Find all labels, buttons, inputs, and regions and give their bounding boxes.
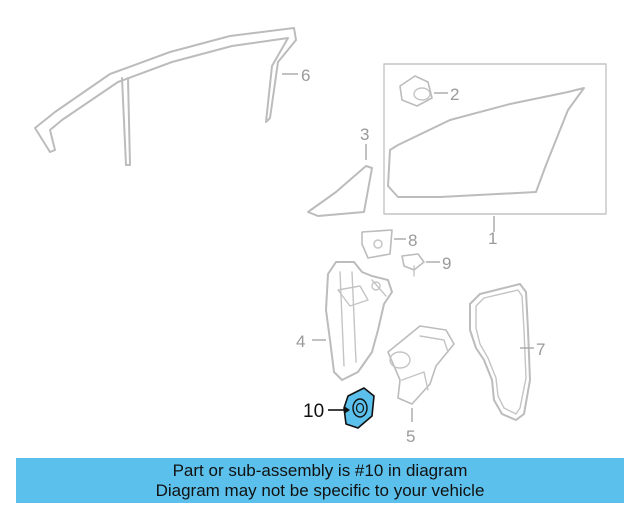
- callout-3: 3: [360, 125, 369, 144]
- part-2-bushing[interactable]: [399, 75, 433, 107]
- part-5-motor[interactable]: [387, 325, 455, 405]
- part-9-clip[interactable]: [401, 253, 425, 277]
- parts-diagram: 6 1 2 3 8 9 4: [34, 27, 607, 446]
- banner-line-1: Part or sub-assembly is #10 in diagram: [172, 460, 468, 480]
- callout-4: 4: [296, 332, 305, 351]
- callout-6: 6: [301, 66, 310, 85]
- part-6-weatherstrip[interactable]: [34, 27, 297, 166]
- callout-10-arrowhead: [344, 406, 350, 414]
- callout-10: 10: [303, 401, 324, 422]
- part-8-bracket[interactable]: [361, 229, 393, 259]
- callout-2: 2: [450, 85, 459, 104]
- part-7-door-seal[interactable]: [469, 283, 531, 421]
- part-3-quarter-glass[interactable]: [307, 165, 373, 217]
- part-1-door-glass[interactable]: [383, 63, 607, 215]
- callout-9: 9: [442, 254, 451, 273]
- callout-5: 5: [406, 427, 415, 446]
- callout-8: 8: [408, 231, 417, 250]
- callout-1: 1: [488, 229, 497, 248]
- info-banner: Part or sub-assembly is #10 in diagram D…: [16, 458, 624, 503]
- part-4-window-regulator[interactable]: [325, 261, 393, 381]
- callout-7: 7: [536, 340, 545, 359]
- part-10-highlighted[interactable]: [343, 387, 375, 429]
- banner-line-2: Diagram may not be specific to your vehi…: [155, 480, 485, 500]
